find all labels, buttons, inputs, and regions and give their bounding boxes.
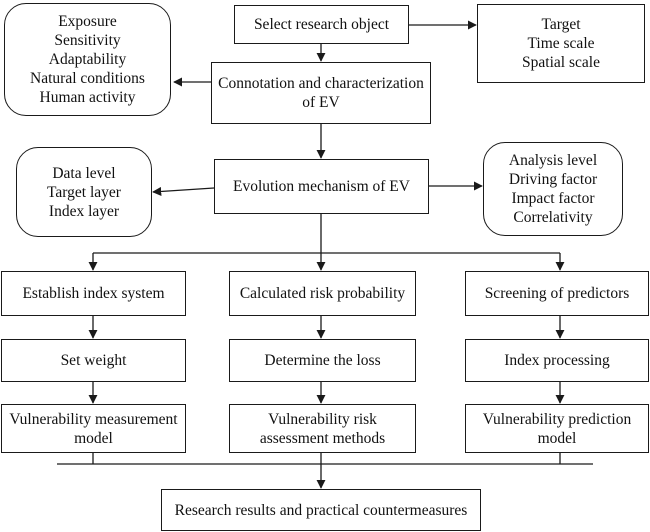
connotation-text-line1: Connotation and characterization bbox=[218, 75, 424, 92]
note-sensitivity: Sensitivity bbox=[54, 32, 121, 49]
select-research-object-box: Select research object bbox=[234, 5, 409, 44]
col1-step3-text-line2: model bbox=[74, 429, 113, 447]
scale-note-box: Target Time scale Spatial scale bbox=[477, 4, 645, 83]
col3-step3-text-line2: model bbox=[537, 429, 577, 447]
note-exposure: Exposure bbox=[58, 13, 117, 30]
col2-step3-text-line1: Vulnerability risk bbox=[268, 410, 377, 428]
col3-step3-text-line1: Vulnerability prediction bbox=[482, 410, 632, 428]
col1-step3-box: Vulnerability measurement model bbox=[1, 404, 186, 453]
col3-step3-box: Vulnerability prediction model bbox=[465, 404, 649, 453]
col1-step2-box: Set weight bbox=[1, 339, 186, 382]
select-research-object-text: Select research object bbox=[253, 16, 390, 33]
col1-step1-box: Establish index system bbox=[1, 271, 186, 316]
col3-step2-text: Index processing bbox=[504, 352, 610, 369]
col2-step2-text: Determine the loss bbox=[264, 352, 381, 369]
note-analysis-level: Analysis level bbox=[508, 152, 598, 169]
connotation-text-line2: of EV bbox=[302, 94, 340, 111]
note-adaptability: Adaptability bbox=[48, 51, 127, 68]
note-correlativity: Correlativity bbox=[513, 209, 593, 226]
research-results-text: Research results and practical counterme… bbox=[174, 501, 468, 519]
col3-step1-text: Screening of predictors bbox=[484, 285, 630, 302]
note-time-scale: Time scale bbox=[527, 35, 595, 52]
note-driving-factor: Driving factor bbox=[508, 171, 598, 188]
note-impact-factor: Impact factor bbox=[511, 190, 595, 207]
col2-step3-text-line2: assessment methods bbox=[259, 429, 386, 447]
arrow-evolution-to-data-level bbox=[152, 186, 215, 197]
evolution-mechanism-box: Evolution mechanism of EV bbox=[214, 159, 429, 214]
note-natural-conditions: Natural conditions bbox=[30, 70, 145, 87]
note-human-activity: Human activity bbox=[39, 89, 136, 106]
note-target: Target bbox=[541, 16, 581, 33]
col1-step3-text-line1: Vulnerability measurement bbox=[9, 410, 178, 428]
note-spatial-scale: Spatial scale bbox=[522, 54, 600, 71]
analysis-level-note-box: Analysis level Driving factor Impact fac… bbox=[483, 142, 623, 236]
col3-step2-box: Index processing bbox=[465, 339, 649, 382]
col2-step1-box: Calculated risk probability bbox=[229, 271, 416, 316]
data-level-note-box: Data level Target layer Index layer bbox=[16, 147, 152, 237]
note-data-level: Data level bbox=[52, 164, 116, 182]
connotation-box: Connotation and characterization of EV bbox=[211, 62, 431, 124]
evolution-mechanism-text: Evolution mechanism of EV bbox=[233, 178, 410, 195]
col2-step3-box: Vulnerability risk assessment methods bbox=[229, 404, 416, 453]
col2-step1-text: Calculated risk probability bbox=[239, 285, 406, 302]
note-target-layer: Target layer bbox=[47, 183, 121, 201]
dimensions-note-box: Exposure Sensitivity Adaptability Natura… bbox=[4, 3, 171, 116]
note-index-layer: Index layer bbox=[48, 202, 120, 220]
col1-step1-text: Establish index system bbox=[22, 285, 165, 302]
col3-step1-box: Screening of predictors bbox=[465, 271, 649, 316]
col1-step2-text: Set weight bbox=[60, 352, 127, 369]
col2-step2-box: Determine the loss bbox=[229, 339, 416, 382]
research-results-box: Research results and practical counterme… bbox=[161, 489, 481, 531]
